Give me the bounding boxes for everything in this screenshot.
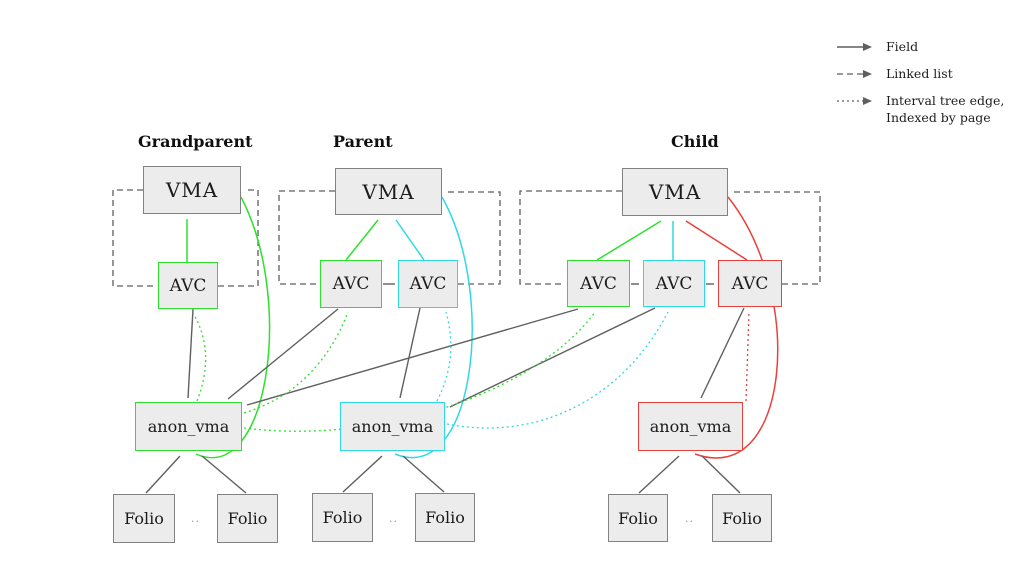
- gp-vma-box: VMA: [143, 166, 241, 214]
- child-folio1-to-anonvma: [638, 455, 680, 494]
- parent-avc1-to-vma-field: [345, 219, 379, 261]
- parent-avc2-to-parent-anonvma-field: [399, 307, 421, 399]
- child-folio2-to-anonvma: [701, 455, 741, 494]
- gp-avc-to-anonvma-field: [187, 308, 194, 399]
- legend-interval-tree-line1: Interval tree edge,: [886, 93, 1005, 108]
- child-folio1-box: Folio: [608, 494, 668, 542]
- parent-folio2-to-anonvma: [402, 455, 445, 493]
- child-vma-to-anonvma-field: [694, 196, 779, 459]
- parent-folio2-box: Folio: [415, 493, 475, 542]
- column-title-child: Child: [671, 132, 719, 151]
- child-avc2-box: AVC: [643, 260, 705, 307]
- column-title-grandparent: Grandparent: [138, 132, 253, 151]
- gp-anonvma-intervaltree-to-parent-avc1: [243, 311, 349, 414]
- legend-interval-tree-label: Interval tree edge, Indexed by page: [886, 92, 1004, 126]
- child-avc1-box: AVC: [567, 260, 630, 307]
- gp-anonvma-box: anon_vma: [135, 402, 242, 451]
- child-avc3-to-vma-field: [685, 220, 748, 261]
- parent-avc2-box: AVC: [398, 260, 458, 308]
- parent-anonvma-box: anon_vma: [340, 402, 445, 451]
- child-vma-box: VMA: [622, 168, 728, 216]
- legend-interval-tree-line2: Indexed by page: [886, 110, 991, 125]
- gp-folio2-to-anonvma: [201, 455, 247, 494]
- parent-anonvma-intervaltree-to-child-avc2: [446, 311, 669, 429]
- parent-vma-box: VMA: [335, 168, 442, 215]
- dotted-arrow-icon: [837, 97, 872, 105]
- legend-linked-list-label: Linked list: [886, 66, 953, 81]
- parent-vma-to-anonvma-field: [394, 196, 473, 458]
- child-avc1-to-gp-anonvma-field: [246, 308, 579, 406]
- gp-avc-box: AVC: [158, 262, 218, 309]
- gp-anonvma-intervaltree-to-gp-avc: [192, 312, 207, 402]
- child-linkedlist-avc-to-vma: [731, 191, 821, 285]
- legend: Field Linked list Interval tree edge, In…: [836, 38, 1004, 136]
- dashed-arrow-icon: [837, 70, 872, 78]
- column-title-parent: Parent: [333, 132, 393, 151]
- parent-avc1-box: AVC: [320, 260, 382, 308]
- legend-row-interval-tree: Interval tree edge, Indexed by page: [836, 92, 1004, 126]
- gp-linkedlist-avc-to-vma: [218, 189, 259, 287]
- child-folio-ellipsis: ..: [685, 512, 694, 525]
- parent-avc2-to-vma-field: [395, 219, 425, 261]
- legend-field-label: Field: [886, 39, 919, 54]
- child-linkedlist-vma-to-avc: [519, 190, 622, 285]
- parent-avc1-to-gp-anonvma-field: [227, 308, 339, 400]
- solid-arrow-icon: [837, 43, 872, 51]
- gp-vma-to-anonvma-field: [195, 196, 271, 459]
- child-avc1-to-vma-field: [596, 220, 662, 261]
- gp-folio1-to-anonvma: [145, 455, 181, 494]
- gp-folio2-box: Folio: [217, 494, 278, 543]
- parent-folio1-to-anonvma: [342, 455, 383, 493]
- gp-linkedlist-vma-to-avc: [112, 189, 154, 287]
- gp-folio-ellipsis: ..: [191, 512, 200, 525]
- parent-anonvma-intervaltree-to-parent-avc2: [436, 311, 452, 402]
- child-anonvma-box: anon_vma: [638, 402, 743, 451]
- legend-row-linked-list: Linked list: [836, 65, 1004, 82]
- parent-folio1-box: Folio: [312, 493, 373, 542]
- child-anonvma-intervaltree-to-child-avc3: [745, 311, 750, 402]
- parent-linkedlist-vma-to-avc: [278, 190, 335, 285]
- legend-row-field: Field: [836, 38, 1004, 55]
- child-avc3-box: AVC: [718, 260, 782, 307]
- child-avc2-to-parent-anonvma-field: [449, 307, 656, 408]
- parent-linkedlist-avc-to-vma: [446, 191, 501, 285]
- gp-folio1-box: Folio: [113, 494, 175, 543]
- child-folio2-box: Folio: [712, 494, 772, 542]
- child-avc3-to-child-anonvma-field: [700, 307, 745, 399]
- parent-folio-ellipsis: ..: [389, 512, 398, 525]
